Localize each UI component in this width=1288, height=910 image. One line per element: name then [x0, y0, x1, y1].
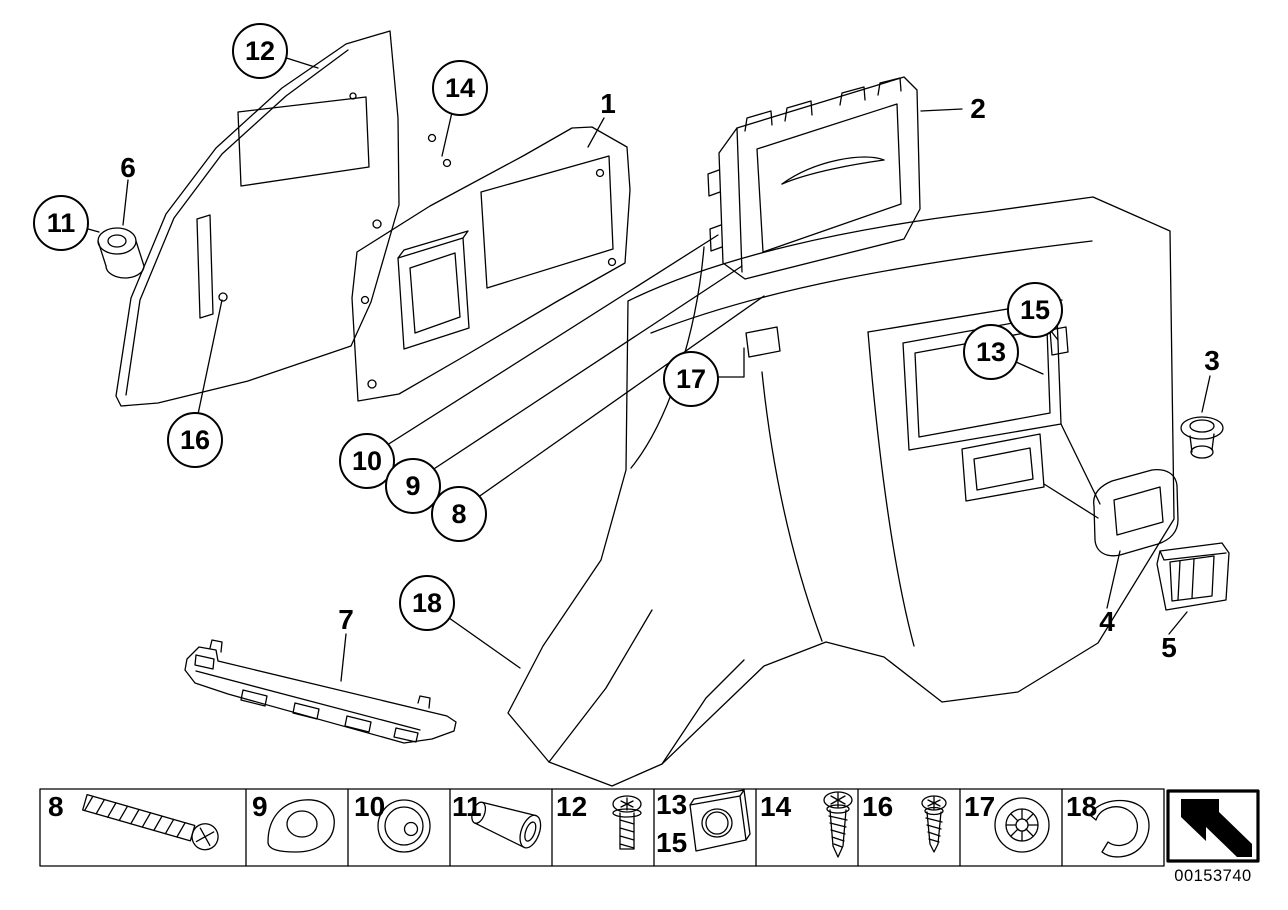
callout-8-label: 8 [451, 498, 467, 529]
legend-part-tapping-screw-small [921, 795, 947, 853]
callout-10-label: 10 [351, 445, 383, 476]
legend-frame [39, 788, 1165, 867]
callout-13-label: 13 [975, 336, 1007, 367]
legend-part-spring-clip [1089, 799, 1150, 858]
legend-part-cage-nut [689, 789, 751, 852]
legend-item-18-label[interactable]: 18 [1066, 791, 1098, 822]
legend-part-bushing [471, 801, 542, 849]
trim-plate-4-drawing [1093, 468, 1179, 557]
label-2[interactable]: 2 [970, 93, 986, 124]
legend-item-9-label[interactable]: 9 [252, 791, 268, 822]
callout-15[interactable]: 15 [1007, 282, 1063, 338]
legend-part-tapping-screw [823, 791, 853, 858]
callout-11[interactable]: 11 [33, 195, 89, 251]
callout-17-label: 17 [675, 363, 707, 394]
callout-17[interactable]: 17 [663, 351, 719, 407]
label-3[interactable]: 3 [1204, 345, 1220, 376]
callout-13[interactable]: 13 [963, 324, 1019, 380]
legend-part-retainer-clip [267, 799, 335, 853]
callout-18-label: 18 [411, 587, 443, 618]
bracket-7-drawing [184, 639, 457, 744]
callout-14[interactable]: 14 [432, 60, 488, 116]
legend-item-11-label[interactable]: 11 [452, 791, 482, 822]
label-7[interactable]: 7 [338, 604, 354, 635]
switch-5-drawing [1156, 542, 1230, 611]
legend-part-pan-head-screw [612, 795, 642, 850]
callout-12[interactable]: 12 [232, 23, 288, 79]
legend-part-grommet [377, 799, 431, 853]
callout-14-label: 14 [444, 72, 476, 103]
label-4[interactable]: 4 [1099, 606, 1115, 637]
callout-16[interactable]: 16 [167, 412, 223, 468]
rear-panel-drawing [115, 30, 400, 407]
bushing-6-drawing [97, 227, 145, 279]
callout-9-label: 9 [405, 470, 421, 501]
rear-module-drawing [707, 76, 921, 280]
label-5[interactable]: 5 [1161, 632, 1177, 663]
leader-lines [58, 48, 1211, 682]
legend-item-13-label[interactable]: 13 [656, 789, 688, 820]
callout-15-label: 15 [1019, 294, 1051, 325]
callout-8[interactable]: 8 [431, 486, 487, 542]
button-3-drawing [1180, 416, 1224, 459]
callout-16-label: 16 [179, 424, 211, 455]
legend-item-10-label[interactable]: 10 [354, 791, 386, 822]
mounting-bracket-drawing [351, 126, 631, 402]
label-6[interactable]: 6 [120, 152, 136, 183]
legend-item-15-label[interactable]: 15 [656, 827, 688, 858]
continuation-arrow-icon[interactable] [1166, 789, 1260, 863]
callout-12-label: 12 [244, 35, 276, 66]
label-1[interactable]: 1 [600, 88, 616, 119]
callout-11-label: 11 [46, 207, 76, 238]
legend-item-17-label[interactable]: 17 [964, 791, 996, 822]
callout-18[interactable]: 18 [399, 575, 455, 631]
legend-item-16-label[interactable]: 16 [862, 791, 894, 822]
console-body-drawing [507, 196, 1175, 787]
legend-item-12-label[interactable]: 12 [556, 791, 588, 822]
legend-part-round-grommet [994, 797, 1050, 853]
legend-part-long-screw [82, 793, 219, 851]
legend-item-8-label[interactable]: 8 [48, 791, 64, 822]
image-id: 00153740 [1174, 867, 1252, 885]
legend-item-14-label[interactable]: 14 [760, 791, 792, 822]
